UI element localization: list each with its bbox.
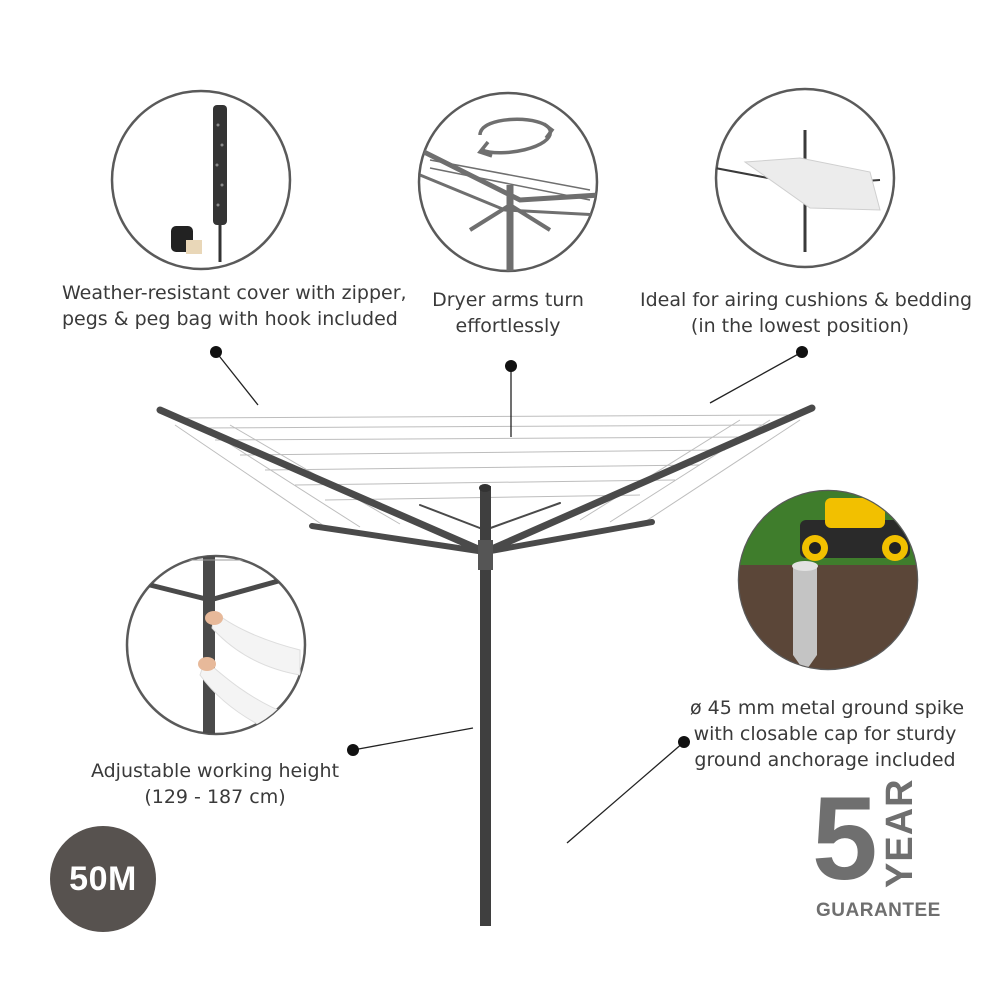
callout-pointers [215,351,803,844]
spike-caption: ø 45 mm metal ground spike with closable… [690,695,965,773]
rotary-dryer-image [156,404,816,926]
spike-caption-line1: ø 45 mm metal ground spike [690,697,965,719]
height-caption-line1: Adjustable working height [90,760,340,782]
height-caption: Adjustable working height (129 - 187 cm) [90,758,340,810]
rotating-arms-detail-image [417,91,599,273]
arms-caption-line2: effortlessly [455,315,561,337]
callout-dots [210,346,808,756]
ground-spike-detail-image [737,489,919,671]
height-adjust-detail-image [125,554,307,736]
line-length-badge: 50M [50,826,156,932]
arms-caption-line1: Dryer arms turn [432,289,584,311]
airing-caption-line1: Ideal for airing cushions & bedding [640,289,973,311]
spike-caption-line2: with closable cap for sturdy [693,723,957,745]
cover-detail-image [110,89,292,271]
height-caption-line2: (129 - 187 cm) [144,786,286,808]
airing-caption-line2: (in the lowest position) [690,315,910,337]
guarantee-logo: 5 YEAR GUARANTEE [812,778,940,928]
airing-bedding-detail-image [714,87,896,269]
cover-caption: Weather-resistant cover with zipper, peg… [62,280,407,332]
cover-caption-line1: Weather-resistant cover with zipper, [62,282,407,304]
cover-caption-line2: pegs & peg bag with hook included [62,308,398,330]
airing-caption: Ideal for airing cushions & bedding (in … [640,287,973,339]
guarantee-unit: YEAR [879,778,921,888]
arms-caption: Dryer arms turn effortlessly [408,287,608,339]
guarantee-number: 5 [812,773,878,905]
guarantee-text: GUARANTEE [816,900,941,921]
spike-caption-line3: ground anchorage included [694,749,956,771]
